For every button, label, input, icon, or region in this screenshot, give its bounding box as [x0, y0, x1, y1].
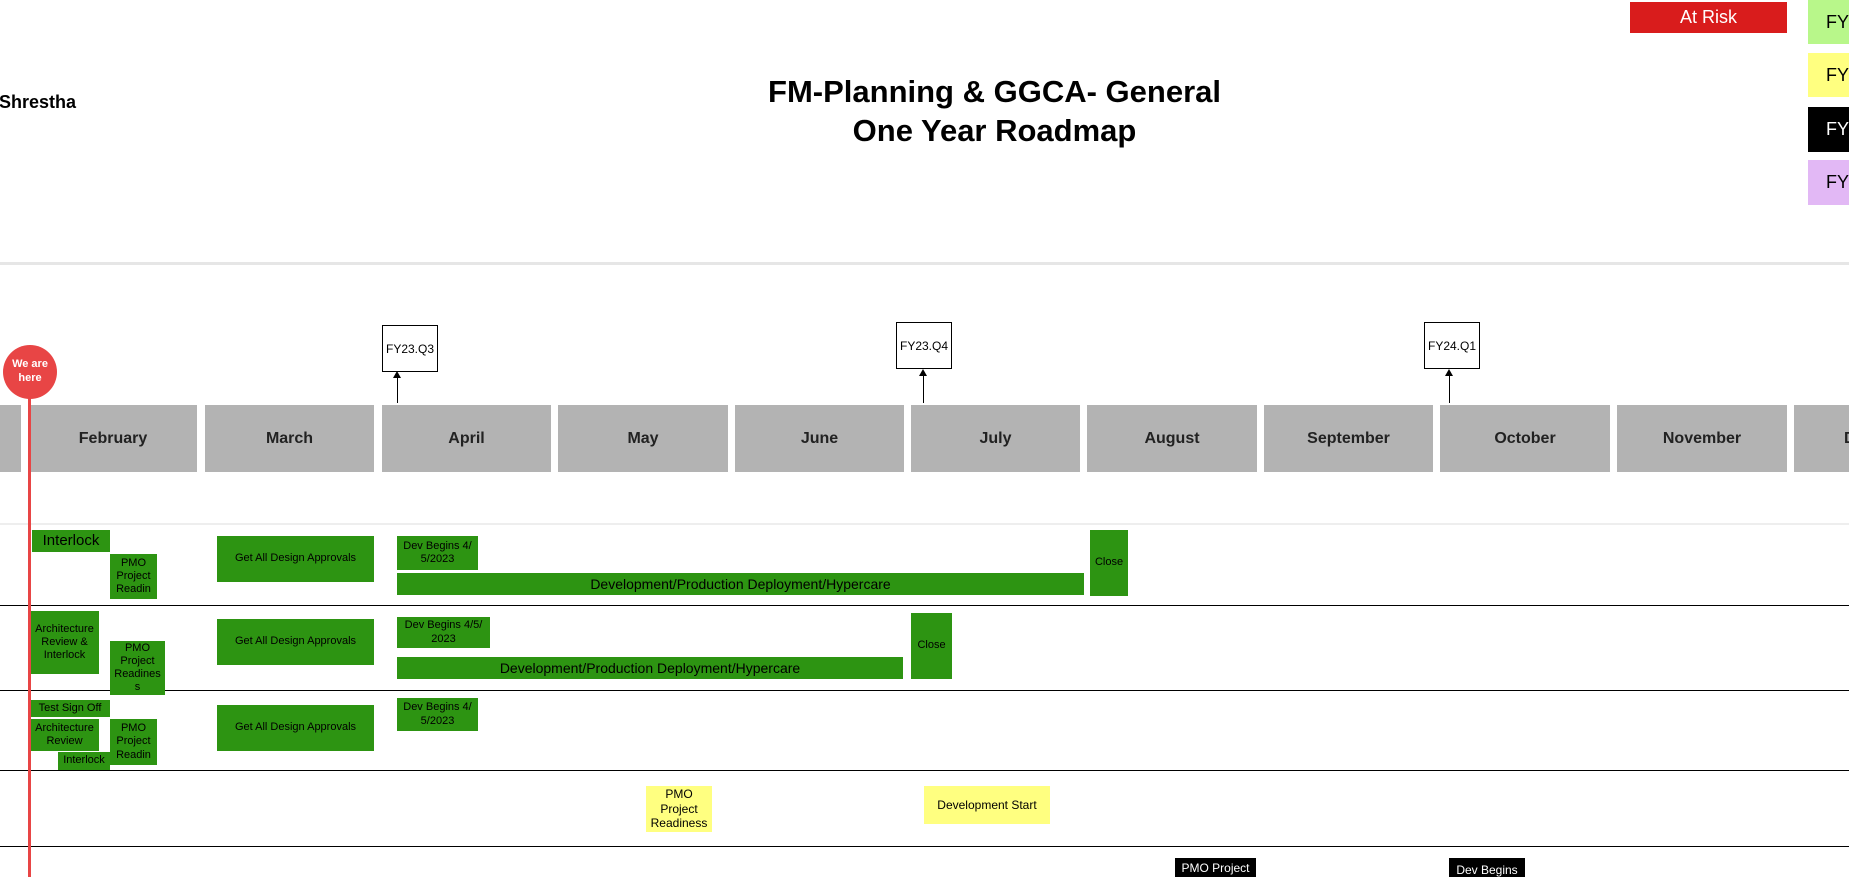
- legend-item-purple: FY: [1808, 160, 1849, 205]
- legend-label: FY: [1826, 11, 1849, 32]
- roadmap-title-line2: One Year Roadmap: [852, 113, 1137, 148]
- task-pmo-project-readiness[interactable]: PMO Project Readin: [110, 719, 157, 765]
- task-pmo-project-readiness[interactable]: PMO Project Readin: [110, 554, 157, 599]
- legend-label: FY: [1826, 64, 1849, 85]
- roadmap-title-line1: FM-Planning & GGCA- General: [768, 74, 1221, 109]
- task-development-start[interactable]: Development Start: [924, 786, 1050, 824]
- arrow-up-icon: [393, 371, 401, 378]
- row-separator: [0, 770, 1849, 771]
- task-get-all-design-approvals[interactable]: Get All Design Approvals: [217, 536, 374, 582]
- current-date-line: [28, 370, 31, 877]
- we-are-here-marker: We are here: [3, 345, 57, 399]
- quarter-marker-fy23q3: FY23.Q3: [382, 325, 438, 372]
- month-june: June: [735, 405, 904, 472]
- task-dev-begins[interactable]: Dev Begins: [1449, 858, 1525, 877]
- legend-item-yellow: FY: [1808, 53, 1849, 97]
- quarter-marker-fy24q1: FY24.Q1: [1424, 322, 1480, 369]
- legend-item-green: FY: [1808, 0, 1849, 44]
- quarter-pointer: [397, 377, 398, 403]
- arrow-up-icon: [1445, 369, 1453, 376]
- task-development-deployment-hypercare[interactable]: Development/Production Deployment/Hyperc…: [397, 657, 903, 679]
- quarter-pointer: [923, 374, 924, 403]
- legend-label: FY: [1826, 172, 1849, 192]
- task-get-all-design-approvals[interactable]: Get All Design Approvals: [217, 619, 374, 665]
- row-separator: [0, 846, 1849, 847]
- month-december: D: [1794, 405, 1849, 472]
- task-pmo-project-readiness[interactable]: PMO Project Readiness: [646, 786, 712, 832]
- month-july: July: [911, 405, 1080, 472]
- month-cell-previous: [0, 405, 21, 472]
- task-development-deployment-hypercare[interactable]: Development/Production Deployment/Hyperc…: [397, 573, 1084, 595]
- task-pmo-project-readiness[interactable]: PMO Project Readines s: [110, 641, 165, 695]
- quarter-marker-fy23q4: FY23.Q4: [896, 322, 952, 369]
- quarter-pointer: [1449, 374, 1450, 403]
- task-architecture-review[interactable]: Architecture Review: [30, 719, 99, 751]
- month-november: November: [1617, 405, 1787, 472]
- legend-label: FY: [1826, 119, 1849, 139]
- month-february: February: [29, 405, 197, 472]
- month-october: October: [1440, 405, 1610, 472]
- legend-at-risk-label: At Risk: [1679, 7, 1737, 27]
- row-separator: [0, 690, 1849, 691]
- task-dev-begins[interactable]: Dev Begins 4/ 5/2023: [397, 536, 478, 570]
- month-header-divider: [0, 523, 1849, 525]
- task-architecture-review-interlock[interactable]: Architecture Review & Interlock: [30, 611, 99, 674]
- task-dev-begins[interactable]: Dev Begins 4/5/ 2023: [397, 617, 490, 648]
- task-dev-begins[interactable]: Dev Begins 4/ 5/2023: [397, 698, 478, 731]
- row-separator: [0, 605, 1849, 606]
- task-get-all-design-approvals[interactable]: Get All Design Approvals: [217, 705, 374, 751]
- arrow-up-icon: [919, 369, 927, 376]
- month-april: April: [382, 405, 551, 472]
- task-close[interactable]: Close: [911, 613, 952, 679]
- task-interlock[interactable]: Interlock: [32, 530, 110, 552]
- month-september: September: [1264, 405, 1433, 472]
- task-close[interactable]: Close: [1090, 530, 1128, 596]
- month-may: May: [558, 405, 728, 472]
- header-divider: [0, 262, 1849, 265]
- task-interlock[interactable]: Interlock: [58, 752, 110, 770]
- owner-name: Shrestha: [0, 92, 77, 112]
- legend-at-risk: At Risk: [1630, 2, 1787, 33]
- task-pmo-project[interactable]: PMO Project: [1175, 858, 1256, 877]
- month-march: March: [205, 405, 374, 472]
- task-test-sign-off[interactable]: Test Sign Off: [30, 700, 110, 717]
- legend-item-black: FY: [1808, 107, 1849, 152]
- month-august: August: [1087, 405, 1257, 472]
